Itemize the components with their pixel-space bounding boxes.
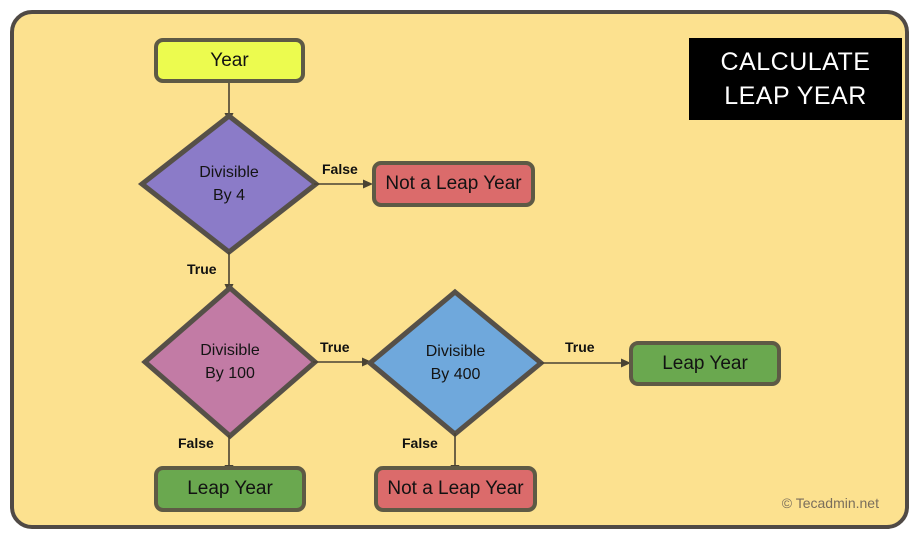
title-line-2: LEAP YEAR — [724, 82, 867, 110]
node-decision-divisible-by-100[interactable]: Divisible By 100 — [141, 284, 319, 440]
diamond-shape-div400 — [366, 288, 545, 438]
credit-text: © Tecadmin.net — [781, 495, 879, 511]
diagram-card: CALCULATE LEAP YEAR Year Divisible By 4 — [10, 10, 909, 529]
node-leap-year-right[interactable]: Leap Year — [629, 341, 781, 386]
connector-div400-true — [540, 358, 631, 368]
node-leap-year-right-label: Leap Year — [662, 352, 748, 374]
node-not-leap-year-bottom-label: Not a Leap Year — [387, 478, 524, 499]
edge-label-div400-true: True — [565, 339, 595, 355]
node-start-year-label: Year — [210, 49, 249, 71]
node-not-leap-year-top-label: Not a Leap Year — [385, 173, 522, 194]
diagram-title: CALCULATE LEAP YEAR — [689, 38, 902, 120]
node-start-year[interactable]: Year — [154, 38, 305, 83]
diamond-shape-div100 — [141, 284, 319, 440]
node-decision-divisible-by-400[interactable]: Divisible By 400 — [366, 288, 545, 438]
edge-label-div100-true: True — [320, 339, 350, 355]
node-leap-year-bottom-left[interactable]: Leap Year — [154, 466, 306, 512]
edge-label-div4-true: True — [187, 261, 217, 277]
edge-label-div100-false: False — [178, 435, 214, 451]
edge-label-div400-false: False — [402, 435, 438, 451]
node-not-leap-year-bottom[interactable]: Not a Leap Year — [374, 466, 537, 512]
connector-div100-true — [313, 357, 372, 367]
title-line-1: CALCULATE — [720, 48, 871, 76]
diamond-shape-div4 — [137, 112, 321, 256]
edge-label-div4-false: False — [322, 161, 358, 177]
node-decision-divisible-by-4[interactable]: Divisible By 4 — [137, 112, 321, 256]
node-leap-year-bottom-left-label: Leap Year — [187, 478, 273, 499]
connector-div4-false — [314, 179, 373, 189]
node-not-leap-year-top[interactable]: Not a Leap Year — [372, 161, 535, 207]
